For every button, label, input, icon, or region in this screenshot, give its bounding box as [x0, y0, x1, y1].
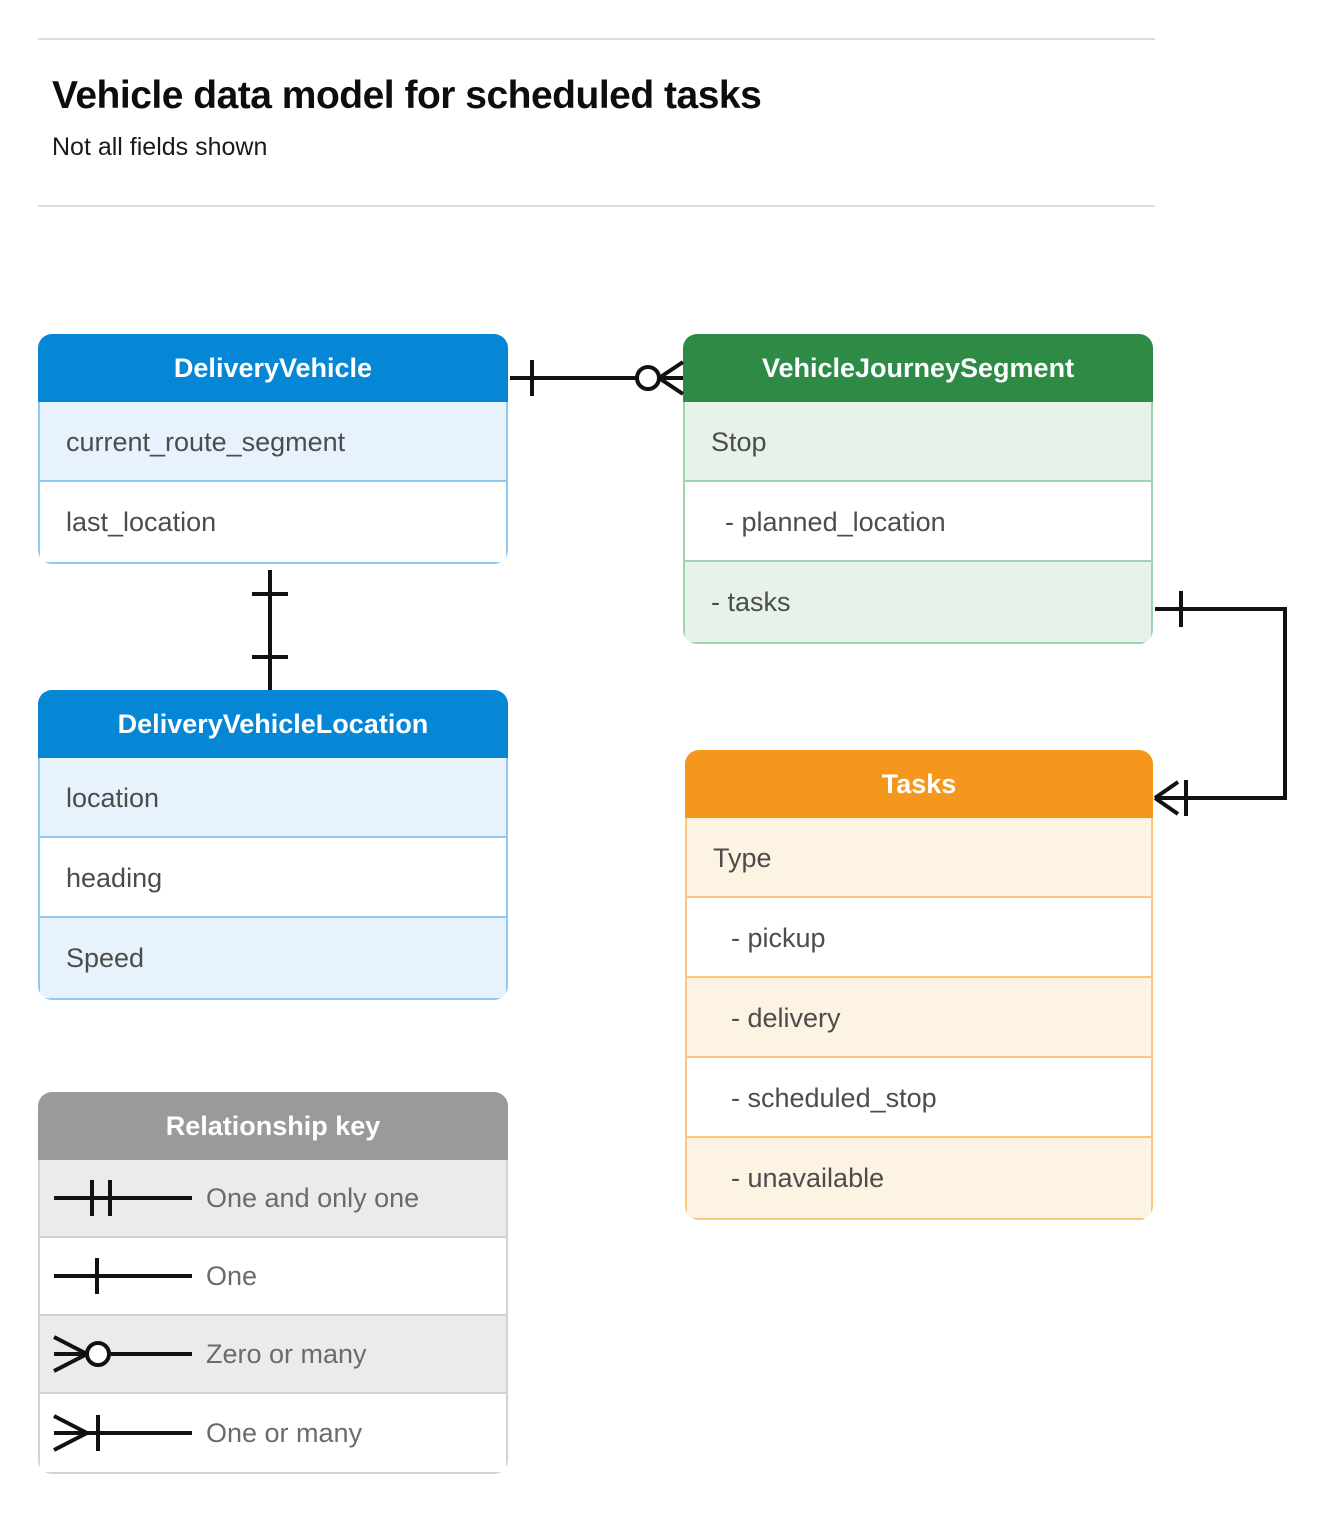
legend-label: One and only one: [206, 1182, 420, 1213]
entity-tasks-fields: Type - pickup - delivery - scheduled_sto…: [685, 818, 1153, 1220]
entity-delivery-vehicle-title: DeliveryVehicle: [38, 334, 508, 402]
one-and-only-one-icon: [40, 1159, 206, 1237]
entity-vehicle-journey-segment-title: VehicleJourneySegment: [683, 334, 1153, 402]
one-icon: [40, 1237, 206, 1315]
field-row: heading: [40, 838, 506, 918]
header-divider-top: [38, 38, 1155, 40]
entity-delivery-vehicle-fields: current_route_segment last_location: [38, 402, 508, 564]
legend-label: Zero or many: [206, 1338, 367, 1369]
connector-vehicle-to-journey-segment: [510, 360, 685, 396]
legend-label: One: [206, 1260, 258, 1291]
connector-vehicle-to-vehicle-location: [252, 570, 288, 690]
field-row: location: [40, 758, 506, 838]
entity-delivery-vehicle-location-fields: location heading Speed: [38, 758, 508, 1000]
field-row: - planned_location: [685, 482, 1151, 562]
legend-title: Relationship key: [38, 1092, 508, 1160]
legend-row-zero-or-many: Zero or many: [40, 1316, 506, 1394]
field-row: current_route_segment: [40, 402, 506, 482]
field-row: - scheduled_stop: [687, 1058, 1151, 1138]
legend-rows: One and only one One Zero: [38, 1160, 508, 1474]
entity-tasks-title: Tasks: [685, 750, 1153, 818]
zero-or-many-icon: [40, 1315, 206, 1393]
one-or-many-icon: [40, 1394, 206, 1472]
entity-delivery-vehicle-location-title: DeliveryVehicleLocation: [38, 690, 508, 758]
page-subtitle: Not all fields shown: [52, 133, 268, 161]
entity-delivery-vehicle[interactable]: DeliveryVehicle current_route_segment la…: [38, 334, 508, 564]
entity-vehicle-journey-segment[interactable]: VehicleJourneySegment Stop - planned_loc…: [683, 334, 1153, 644]
field-row: - delivery: [687, 978, 1151, 1058]
relationship-key-legend: Relationship key One and only one One: [38, 1092, 508, 1474]
field-row: - pickup: [687, 898, 1151, 978]
field-row: - unavailable: [687, 1138, 1151, 1218]
entity-delivery-vehicle-location[interactable]: DeliveryVehicleLocation location heading…: [38, 690, 508, 1000]
field-row: last_location: [40, 482, 506, 562]
field-row: - tasks: [685, 562, 1151, 642]
legend-row-one-and-only-one: One and only one: [40, 1160, 506, 1238]
legend-label: One or many: [206, 1417, 363, 1448]
entity-vehicle-journey-segment-fields: Stop - planned_location - tasks: [683, 402, 1153, 644]
legend-row-one-or-many: One or many: [40, 1394, 506, 1472]
connector-journey-segment-tasks-to-tasks: [1153, 591, 1287, 816]
field-row: Speed: [40, 918, 506, 998]
field-row: Stop: [685, 402, 1151, 482]
header-divider-bottom: [38, 205, 1155, 207]
field-row: Type: [687, 818, 1151, 898]
legend-row-one: One: [40, 1238, 506, 1316]
page-title: Vehicle data model for scheduled tasks: [52, 74, 762, 117]
entity-tasks[interactable]: Tasks Type - pickup - delivery - schedul…: [685, 750, 1153, 1220]
